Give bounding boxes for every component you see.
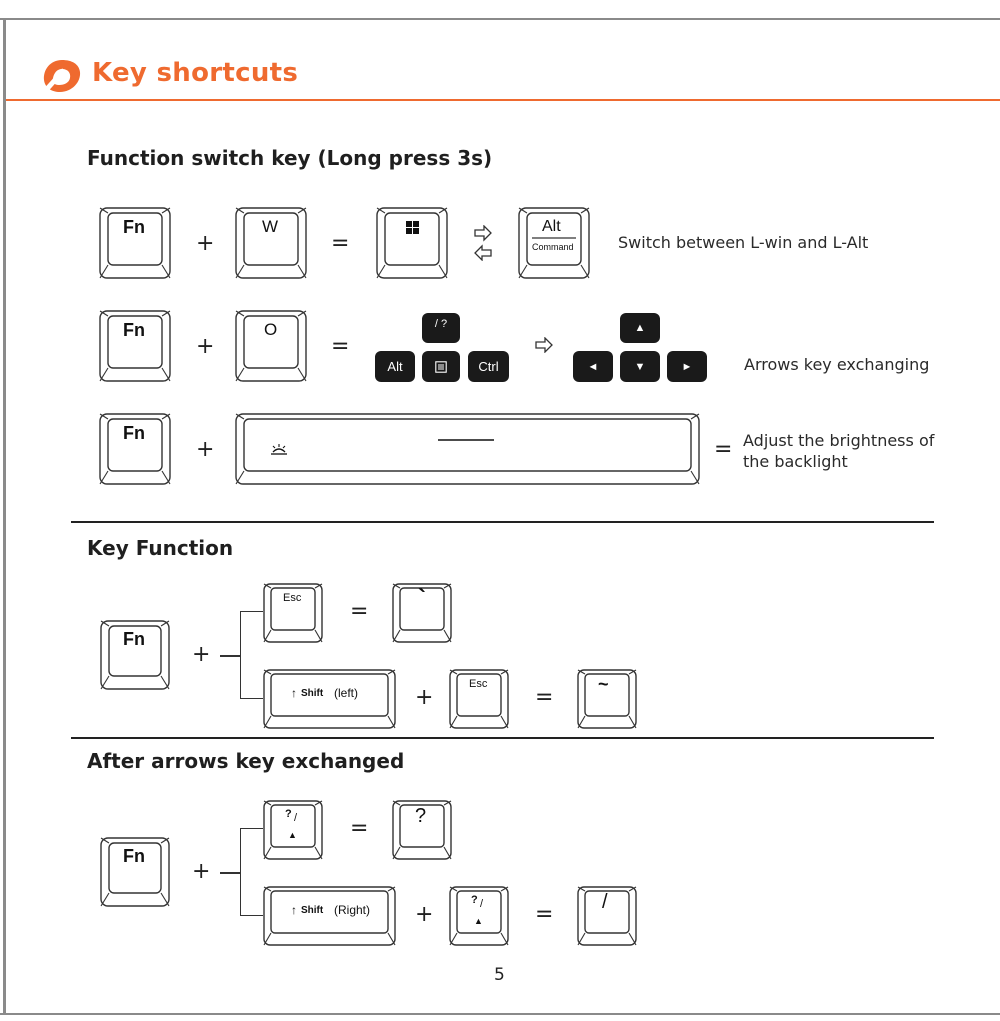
spacebar-key	[235, 413, 700, 485]
question-key: ?	[392, 800, 452, 860]
shift-key-label: Shift	[301, 688, 324, 699]
equals-sign: =	[350, 816, 369, 841]
windows-icon	[406, 221, 419, 234]
equals-sign: =	[331, 334, 350, 359]
slash-label: /	[480, 898, 484, 910]
connector-line	[220, 872, 240, 874]
question-up-key: ? / ▲	[449, 886, 509, 946]
slash-key-label: /	[602, 891, 608, 913]
backtick-key-label: `	[418, 585, 426, 612]
section-heading-after-exchange: After arrows key exchanged	[87, 749, 405, 773]
fn-key-label: Fn	[123, 629, 145, 649]
bracket-connector	[240, 828, 263, 916]
equals-sign: =	[535, 902, 554, 927]
fn-key-label: Fn	[123, 423, 145, 443]
section-divider	[71, 737, 934, 739]
up-arrow-label: ▲	[288, 830, 297, 840]
section-divider	[71, 521, 934, 523]
page-border-left	[3, 18, 6, 1015]
description-arrows-exchange: Arrows key exchanging	[744, 355, 930, 374]
right-arrow-key: ►	[667, 351, 707, 382]
alt-key-black: Alt	[375, 351, 415, 382]
page-border-top	[0, 18, 1000, 20]
w-key-label: W	[262, 217, 279, 236]
esc-key: Esc	[263, 583, 323, 643]
plus-sign: +	[192, 859, 211, 884]
esc-key-label: Esc	[283, 592, 302, 604]
section-heading-function-switch: Function switch key (Long press 3s)	[87, 146, 493, 170]
left-shift-key: ↑ Shift (left)	[263, 669, 396, 729]
plus-sign: +	[196, 334, 215, 359]
fn-key: Fn	[100, 837, 170, 907]
slash-question-key: / ?	[422, 313, 460, 343]
shift-arrow: ↑	[291, 686, 297, 700]
esc-key-label: Esc	[469, 678, 488, 690]
tilde-key-label: ~	[598, 674, 609, 694]
esc-key: Esc	[449, 669, 509, 729]
question-key-label: ?	[415, 805, 427, 827]
plus-sign: +	[196, 437, 215, 462]
fn-key: Fn	[100, 620, 170, 690]
ctrl-key-black: Ctrl	[468, 351, 509, 382]
shift-key-label: Shift	[301, 905, 324, 916]
equals-sign: =	[350, 599, 369, 624]
description-switch-win-alt: Switch between L-win and L-Alt	[618, 233, 869, 252]
equals-sign: =	[535, 685, 554, 710]
swap-arrows-icon	[474, 225, 492, 261]
brand-logo-icon	[43, 60, 81, 92]
fn-key: Fn	[99, 310, 171, 382]
shift-side-label: (left)	[334, 686, 358, 700]
fn-key-label: Fn	[123, 217, 145, 237]
shift-arrow: ↑	[291, 903, 297, 917]
backtick-key: `	[392, 583, 452, 643]
description-backlight-line2: the backlight	[743, 452, 848, 471]
slash-key: /	[577, 886, 637, 946]
menu-icon	[435, 360, 447, 373]
plus-sign: +	[196, 231, 215, 256]
page-border-bottom	[0, 1013, 1000, 1015]
down-arrow-key: ▼	[620, 351, 660, 382]
fn-key: Fn	[99, 413, 171, 485]
o-key: O	[235, 310, 307, 382]
question-mark-label: ?	[285, 808, 292, 820]
description-backlight-line1: Adjust the brightness of	[743, 431, 935, 450]
w-key: W	[235, 207, 307, 279]
command-key-label: Command	[532, 242, 574, 252]
o-key-label: O	[264, 320, 278, 339]
slash-label: /	[294, 812, 298, 824]
left-arrow-key: ◄	[573, 351, 613, 382]
fn-key: Fn	[99, 207, 171, 279]
equals-sign: =	[331, 231, 350, 256]
plus-sign: +	[192, 642, 211, 667]
bracket-connector	[240, 611, 263, 699]
alt-key-label: Alt	[542, 218, 561, 235]
fn-key-label: Fn	[123, 846, 145, 866]
question-up-key: ? / ▲	[263, 800, 323, 860]
right-arrow-icon	[535, 337, 553, 353]
backlight-icon	[271, 444, 287, 455]
plus-sign: +	[415, 902, 434, 927]
shift-side-label: (Right)	[334, 903, 371, 917]
tilde-key: ~	[577, 669, 637, 729]
title-divider	[6, 99, 1000, 101]
up-arrow-label: ▲	[474, 916, 483, 926]
equals-sign: =	[714, 437, 733, 462]
question-mark-label: ?	[471, 894, 478, 906]
fn-key-label: Fn	[123, 320, 145, 340]
plus-sign: +	[415, 685, 434, 710]
up-arrow-key: ▲	[620, 313, 660, 343]
section-heading-key-function: Key Function	[87, 536, 234, 560]
page-number: 5	[494, 965, 505, 985]
connector-line	[220, 655, 240, 657]
page-title: Key shortcuts	[92, 58, 299, 88]
windows-key	[376, 207, 448, 279]
menu-key-black	[422, 351, 460, 382]
alt-command-key: Alt Command	[518, 207, 590, 279]
right-shift-key: ↑ Shift (Right)	[263, 886, 396, 946]
